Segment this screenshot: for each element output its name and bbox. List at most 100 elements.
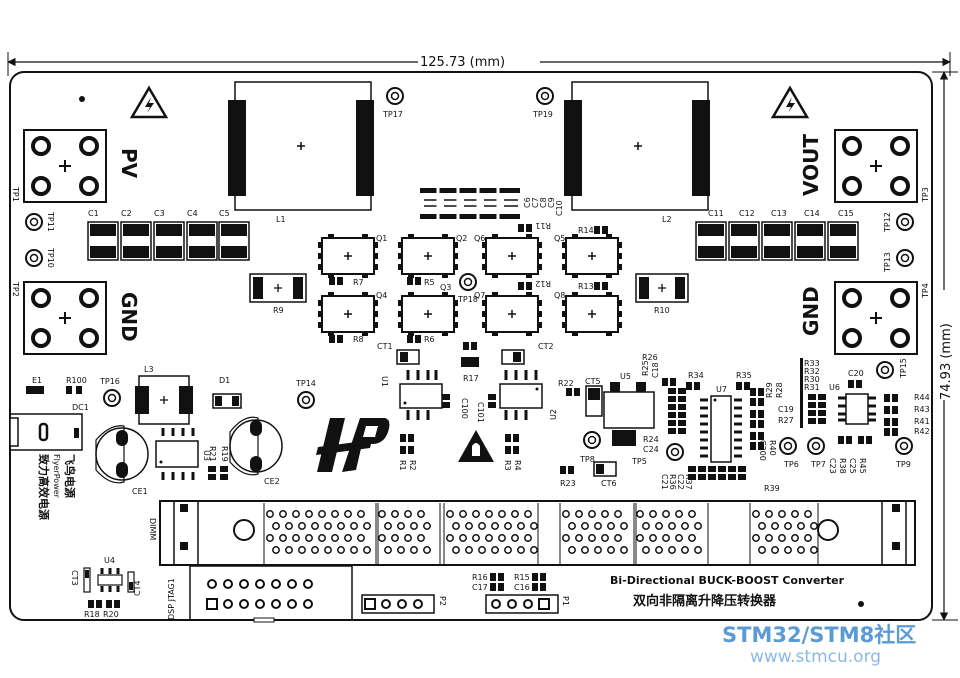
svg-text:R38: R38 [838, 458, 847, 474]
svg-text:C101: C101 [476, 402, 485, 423]
svg-text:R43: R43 [914, 405, 930, 414]
dc-jack [9, 413, 83, 451]
test-point-tp7 [807, 437, 825, 455]
svg-text:R32: R32 [804, 367, 820, 376]
mosfet-array: Q1 Q2 Q6 Q5 Q4 Q3 Q7 Q8 [317, 233, 623, 337]
svg-text:R20: R20 [103, 610, 119, 619]
svg-text:TP3: TP3 [921, 187, 930, 203]
svg-text:R22: R22 [558, 379, 574, 388]
svg-text:R31: R31 [804, 383, 820, 392]
svg-text:Q3: Q3 [440, 283, 451, 292]
smd-row [688, 466, 746, 480]
svg-text:L3: L3 [144, 365, 154, 374]
svg-text:R8: R8 [353, 335, 364, 344]
svg-text:D1: D1 [219, 376, 230, 385]
vout-terminal-block [833, 128, 919, 204]
svg-text:C8: C8 [539, 197, 548, 208]
svg-text:R30: R30 [804, 375, 820, 384]
inductor-l1: L1 [228, 81, 374, 224]
ic-u5: U5 [603, 372, 655, 446]
svg-text:R40: R40 [768, 440, 777, 456]
svg-text:CT3: CT3 [70, 570, 79, 586]
svg-text:C6: C6 [523, 197, 532, 208]
svg-text:R36: R36 [668, 474, 677, 490]
svg-text:R100: R100 [66, 376, 87, 385]
svg-text:TP12: TP12 [883, 212, 892, 233]
svg-text:R44: R44 [914, 393, 930, 402]
svg-text:Q1: Q1 [376, 234, 387, 243]
svg-text:DSP JTAG1: DSP JTAG1 [167, 578, 176, 620]
svg-text:R16: R16 [472, 573, 488, 582]
test-point-tp19 [536, 87, 554, 105]
svg-text:C16: C16 [514, 583, 530, 592]
svg-text:TP14: TP14 [295, 379, 316, 388]
svg-text:U4: U4 [104, 556, 115, 565]
svg-text:TP11: TP11 [46, 211, 55, 232]
svg-text:C23: C23 [828, 458, 837, 474]
watermark-url: www.stmcu.org [750, 647, 881, 667]
svg-text:CE1: CE1 [132, 487, 148, 496]
svg-text:TP6: TP6 [783, 460, 799, 469]
height-dimension-label: 74.93 (mm) [939, 323, 954, 400]
svg-text:C19: C19 [778, 405, 794, 414]
svg-text:R21: R21 [208, 446, 217, 462]
test-point-tp18 [459, 273, 477, 291]
svg-text:P1: P1 [561, 596, 570, 606]
svg-text:DC1: DC1 [72, 403, 89, 412]
test-point-tp5 [666, 443, 684, 461]
svg-text:C12: C12 [739, 209, 755, 218]
svg-text:R24: R24 [643, 435, 659, 444]
svg-text:C200: C200 [758, 440, 767, 461]
svg-text:R6: R6 [424, 335, 435, 344]
svg-text:R1: R1 [398, 460, 407, 471]
title-english: Bi-Directional BUCK-BOOST Converter [610, 574, 845, 587]
svg-text:R33: R33 [804, 359, 820, 368]
svg-text:R15: R15 [514, 573, 530, 582]
svg-text:C1: C1 [88, 209, 99, 218]
svg-text:U5: U5 [620, 372, 631, 381]
svg-text:C18: C18 [651, 362, 660, 378]
svg-text:CE2: CE2 [264, 477, 280, 486]
dimm-connector: DIMM [148, 500, 916, 566]
svg-text:E1: E1 [32, 376, 42, 385]
dimension-annotations: 125.73 (mm) 74.93 (mm) [7, 52, 958, 621]
brand-slogan-cn: 致力高效电源 [37, 454, 51, 520]
svg-text:R26: R26 [642, 353, 658, 362]
input-capacitors: C1 C2 C3 C4 C5 [87, 209, 250, 261]
svg-text:Q4: Q4 [376, 291, 387, 300]
svg-text:R39: R39 [764, 484, 780, 493]
svg-text:C17: C17 [472, 583, 488, 592]
svg-text:Q5: Q5 [554, 234, 565, 243]
svg-text:U6: U6 [829, 383, 840, 392]
diode-d1: D1 [212, 376, 242, 409]
svg-text:C10: C10 [555, 200, 564, 216]
svg-text:Q6: Q6 [474, 234, 485, 243]
svg-text:TP17: TP17 [382, 110, 403, 119]
svg-text:R17: R17 [463, 374, 479, 383]
svg-text:R10: R10 [654, 306, 670, 315]
gnd-left-label: GND [117, 292, 141, 342]
svg-text:R18: R18 [84, 610, 100, 619]
svg-text:R41: R41 [914, 417, 930, 426]
high-voltage-warning-icon [771, 86, 809, 119]
svg-text:R35: R35 [736, 371, 752, 380]
electrolytic-cap-ce1: CE1 [95, 425, 149, 496]
svg-text:R42: R42 [914, 427, 930, 436]
svg-text:TP8: TP8 [579, 455, 595, 464]
gnd-right-terminal-block [833, 280, 919, 356]
ic-u6: U6 [829, 383, 876, 425]
test-point-tp16 [103, 389, 121, 407]
svg-text:DIMM: DIMM [148, 518, 157, 540]
svg-text:TP5: TP5 [631, 457, 647, 466]
svg-text:TP4: TP4 [921, 283, 930, 299]
svg-text:R29: R29 [765, 382, 774, 398]
svg-text:L2: L2 [662, 215, 672, 224]
svg-text:U3: U3 [202, 450, 211, 461]
svg-text:R9: R9 [273, 306, 284, 315]
gnd-left-terminal-block [22, 280, 108, 356]
svg-text:Q7: Q7 [474, 291, 485, 300]
svg-text:Q8: Q8 [554, 291, 565, 300]
svg-text:CT4: CT4 [133, 580, 142, 596]
resistor-r9: R9 [249, 273, 307, 315]
